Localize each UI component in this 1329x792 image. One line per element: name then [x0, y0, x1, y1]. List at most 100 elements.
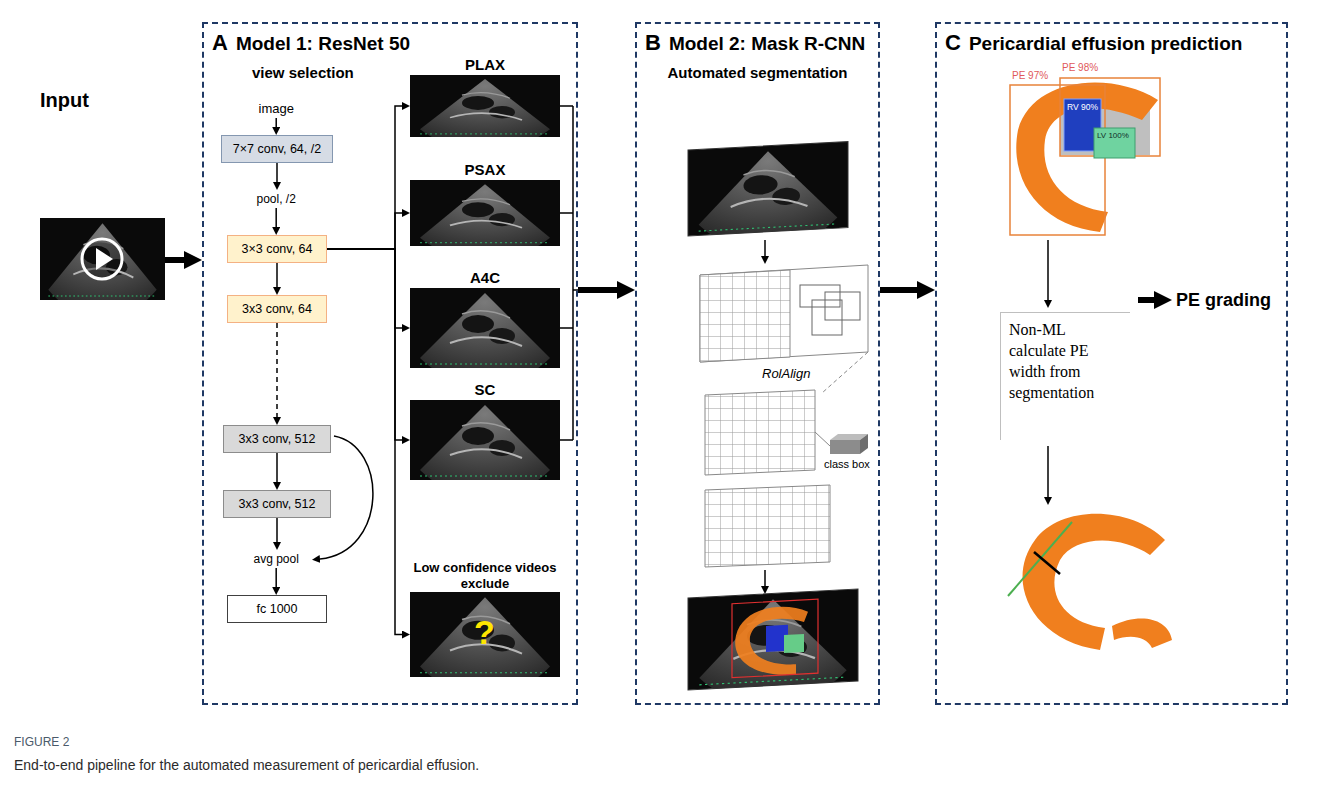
- projection-line: [822, 352, 868, 393]
- connector: [276, 263, 278, 287]
- panel-subtitle: Automated segmentation: [645, 64, 870, 81]
- uncertain-mark: ?: [474, 612, 495, 653]
- connector: [276, 453, 278, 482]
- node-text: 3x3 conv, 64: [236, 301, 318, 317]
- frame-border: [688, 142, 848, 236]
- figure-caption: End-to-end pipeline for the automated me…: [14, 757, 479, 773]
- echo-view-node: A4C: [410, 268, 560, 368]
- roialign-label: RolAlign: [762, 366, 810, 382]
- echo-image: [410, 75, 560, 137]
- echo-frame: [688, 589, 858, 709]
- width-line: [1034, 552, 1060, 574]
- pe-mask: [1112, 618, 1172, 648]
- figure-number: FIGURE 2: [14, 735, 69, 749]
- box-side: [860, 434, 868, 454]
- layer-label: PE grading: [1176, 288, 1271, 312]
- play-button: [82, 239, 122, 279]
- class-box-symbol: [830, 434, 868, 454]
- connector: [327, 213, 402, 249]
- layer-box: 3x3 conv, 512: [223, 490, 331, 518]
- panel-letter: A: [212, 30, 228, 55]
- connector: [327, 249, 402, 440]
- panel-title: Pericardial effusion prediction: [969, 33, 1242, 54]
- model-panel: AModel 1: ResNet 50view selectionimage7×…: [202, 22, 578, 705]
- grading-arrow: [1138, 297, 1154, 303]
- connector: [276, 518, 278, 542]
- detection-box: [732, 599, 818, 678]
- node-text: pool, /2: [257, 190, 296, 208]
- echo-frame: [40, 218, 165, 317]
- node-text: Low confidence videos exclude: [400, 560, 570, 592]
- echo-image: [410, 400, 560, 480]
- model-panel: B Model 2: Mask R-CNN Automated segmentati…: [635, 22, 880, 705]
- connector: [165, 257, 184, 263]
- projection-line: [815, 432, 830, 446]
- node-text: SC: [410, 380, 560, 400]
- panel-title: Model 2: Mask R-CNN: [669, 33, 865, 54]
- connector: [327, 249, 402, 635]
- play-triangle: [96, 248, 113, 270]
- layer-box: 3x3 conv, 64: [227, 295, 327, 323]
- anchor-box: [800, 285, 840, 307]
- node-text: Input: [40, 88, 165, 112]
- model-panel: C Pericardial effusion predictionNon-ML c…: [935, 22, 1288, 705]
- echo-view-node: PSAX: [410, 160, 560, 246]
- echo-view-node: PLAX: [410, 55, 560, 137]
- segmented-frame: [688, 589, 858, 709]
- node-text: 7×7 conv, 64, /2: [230, 141, 324, 157]
- echo-frame: [410, 180, 560, 246]
- connector: [276, 323, 278, 417]
- input-video-node: Input: [40, 88, 165, 300]
- width-figure: [1008, 514, 1172, 650]
- detection-label: PE 98%: [1062, 62, 1098, 74]
- method-note: Non-ML calculate PE width from segmentat…: [1000, 312, 1130, 440]
- node-text: A4C: [410, 268, 560, 288]
- panel-letter: C: [945, 30, 961, 55]
- connector: [276, 163, 278, 182]
- pe-mask: [735, 605, 808, 677]
- flow-arrow: [764, 570, 766, 586]
- lv-mask: [784, 634, 804, 653]
- layer-box: 7×7 conv, 64, /2: [221, 135, 333, 163]
- layer-box: 3×3 conv, 64: [227, 235, 327, 263]
- panel-letter: B: [645, 30, 661, 55]
- detection-label: PE 97%: [1012, 70, 1048, 82]
- detection-figure: [1010, 78, 1160, 235]
- box-front: [830, 440, 860, 454]
- detection-label: LV 100%: [1096, 131, 1130, 141]
- echo-frame: [688, 142, 848, 255]
- connector: [578, 287, 617, 293]
- feature-map: [700, 265, 868, 362]
- mask-grid: [705, 485, 830, 567]
- echo-image: [410, 180, 560, 246]
- node-text: PLAX: [410, 55, 560, 75]
- node-text: 3x3 conv, 512: [232, 496, 322, 512]
- detection-label: RV 90%: [1066, 102, 1099, 112]
- connector: [275, 568, 277, 587]
- connector: [880, 287, 917, 293]
- layer-label: pool, /2: [257, 190, 296, 208]
- flow-arrow: [764, 240, 766, 256]
- layer-box: fc 1000: [227, 595, 327, 623]
- anchor-box: [812, 300, 842, 335]
- node-text: avg pool: [254, 550, 299, 568]
- frame-border: [688, 589, 858, 690]
- panel-title: Model 1: ResNet 50: [236, 33, 410, 54]
- input-video-thumbnail: [40, 218, 165, 317]
- node-text: image: [259, 100, 294, 118]
- node-text: Non-ML calculate PE width from segmentat…: [1009, 319, 1126, 403]
- connector: [275, 118, 277, 127]
- lv-mask: [1094, 128, 1135, 158]
- layer-label: image: [259, 100, 294, 118]
- layer-label: avg pool: [254, 550, 299, 568]
- pe-mask: [1016, 83, 1158, 232]
- input-frame: [688, 142, 848, 255]
- flow-arrow: [1047, 240, 1049, 300]
- anchor-box: [825, 292, 860, 320]
- pe-box: [1010, 85, 1105, 235]
- merge-lines: [560, 106, 578, 440]
- connector: [327, 249, 402, 328]
